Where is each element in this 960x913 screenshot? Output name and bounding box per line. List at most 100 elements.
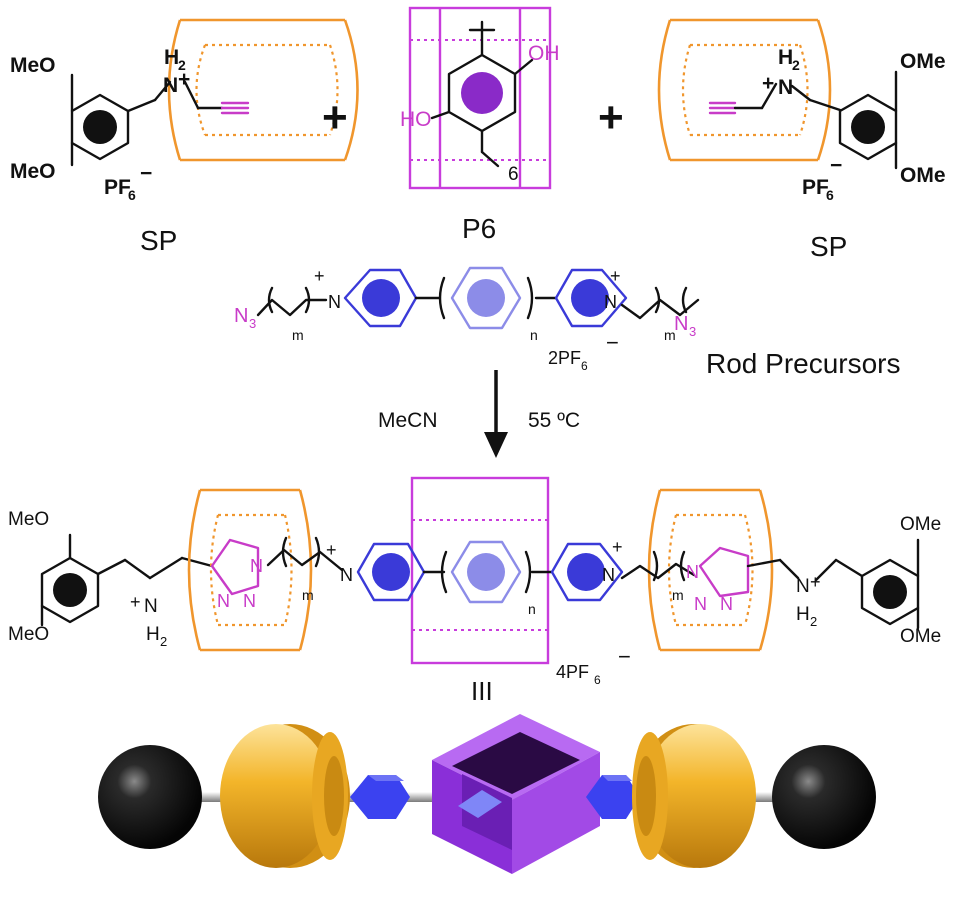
viologen-unit [586,775,640,819]
m-label: m [302,587,314,603]
plus-charge: + [612,537,623,557]
plus-sign: + [322,93,348,142]
n3-label: N [674,313,688,335]
left-stopper-ball [98,745,202,849]
sp-left-label: SP [140,225,177,256]
rod-precursors-label: Rod Precursors [706,348,901,379]
plus-charge: + [810,572,821,592]
n-label: N [328,292,341,312]
sp-right-molecule: H 2 + N OMe OMe PF 6 − SP [657,18,946,262]
ome-label: OMe [900,164,946,187]
pyridinium-icon [571,279,609,317]
pyridinium-icon [362,279,400,317]
pillararene-box [432,714,600,874]
phenylene-icon [467,279,505,317]
left-crown-ring [220,724,350,868]
triazole-n: N [243,591,256,611]
n-label: N [163,74,178,97]
counterion-label: 4PF [556,662,589,682]
pyridinium-icon [567,553,605,591]
viologen-unit [350,775,410,819]
ome-label: OMe [900,50,946,73]
pyridinium-icon [372,553,410,591]
n3-sub: 3 [249,316,256,331]
h-sub: 2 [160,634,167,649]
n-label: N [604,292,617,312]
plus-charge: + [314,266,325,286]
h-label: H [778,46,793,69]
meo-label: MeO [10,160,56,183]
pf6-sub: 6 [128,187,136,203]
counterion-sub: 6 [581,359,588,373]
temperature-label: 55 ºC [528,409,580,432]
right-crown-ring [632,724,756,868]
benzene-icon [83,110,117,144]
p6-molecule: OH HO 6 P6 [400,6,560,244]
pf6-sub: 6 [826,187,834,203]
n3-sub: 3 [689,324,696,339]
plus-charge: + [130,592,141,612]
n-label: n [530,327,538,343]
meo-label: MeO [8,509,49,530]
h-sub: 2 [178,57,186,73]
benzene-icon [53,573,87,607]
h-label: H [796,604,810,625]
minus-charge: − [618,644,631,669]
n-label: N [796,576,810,597]
sp-right-label: SP [810,231,847,262]
p6-repeat: 6 [508,164,519,185]
h-sub: 2 [792,57,800,73]
m-label: m [672,587,684,603]
benzene-icon [873,575,907,609]
counterion-label: 2PF [548,348,581,368]
reaction-arrow: MeCN 55 ºC [378,370,580,458]
phenylene-unit [458,790,502,818]
rotaxane-product: MeO MeO + N H 2 N N N m + N [8,476,941,687]
minus-charge: − [830,154,842,177]
m-label: m [664,327,676,343]
plus-sign: + [598,93,624,142]
n-label: N [778,76,793,99]
h-sub: 2 [810,614,817,629]
triazole-n: N [686,562,699,582]
pf6-label: PF [802,176,829,199]
n-label: N [340,565,353,585]
oh-label: OH [528,42,560,65]
ho-label: HO [400,108,432,131]
triazole-n: N [720,594,733,614]
equivalent-mark: III [471,676,493,706]
n-label: N [602,565,615,585]
h-label: H [164,46,179,69]
hydroquinone-icon [461,72,503,114]
plus-charge: + [326,540,337,560]
arrow-head-icon [484,432,508,458]
rotaxane-cartoon [98,714,876,874]
right-stopper-ball [772,745,876,849]
n-label: n [528,601,536,617]
benzene-icon [851,110,885,144]
counterion-sub: 6 [594,673,601,687]
plus-charge: + [762,72,774,95]
plus-charge: + [610,266,621,286]
h-label: H [146,624,160,645]
ome-label: OMe [900,514,941,535]
rod-precursor: N 3 m + N n N + m N 3 2PF 6 − Rod Precur… [234,266,901,379]
phenylene-icon [467,553,505,591]
triazole-n: N [694,594,707,614]
solvent-label: MeCN [378,409,438,432]
n-label: N [144,596,158,617]
p6-label: P6 [462,213,496,244]
n3-label: N [234,305,248,327]
meo-label: MeO [10,54,56,77]
minus-charge: − [606,330,619,355]
ome-label: OMe [900,626,941,647]
pf6-label: PF [104,176,131,199]
triazole-n: N [217,591,230,611]
minus-charge: − [140,162,152,185]
m-label: m [292,327,304,343]
plus-charge: + [178,68,190,91]
sp-left-molecule: MeO MeO H 2 N + PF 6 − SP [10,18,359,256]
triazole-n: N [250,556,263,576]
meo-label: MeO [8,624,49,645]
